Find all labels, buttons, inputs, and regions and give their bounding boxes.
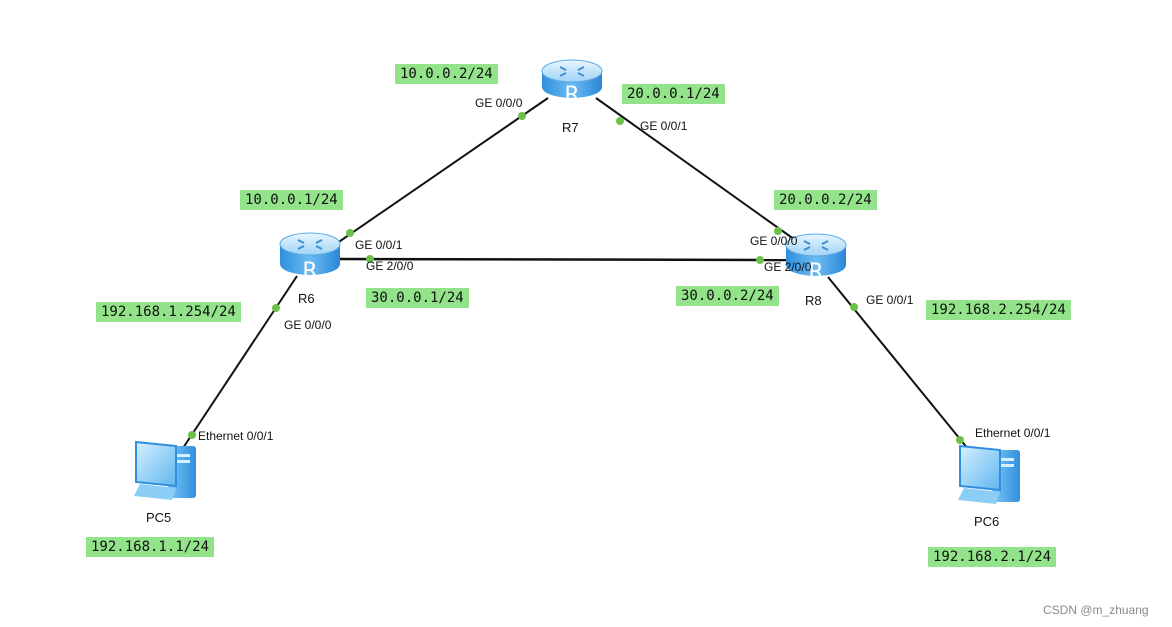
- port-label-r7-ge000: GE 0/0/0: [475, 96, 523, 110]
- router-icon[interactable]: R: [279, 232, 341, 284]
- port-label-r7-ge001: GE 0/0/1: [640, 119, 688, 133]
- device-label-pc6: PC6: [974, 514, 1000, 529]
- ip-label-r8-ge000: 20.0.0.2/24: [774, 190, 877, 210]
- port-label-r8-ge200: GE 2/0/0: [764, 260, 812, 274]
- port-dot-r7-ge000: [518, 112, 526, 120]
- device-label-r6: R6: [298, 291, 315, 306]
- link-r6-r7: [329, 97, 549, 249]
- ip-label-r7-ge000: 10.0.0.2/24: [395, 64, 498, 84]
- link-r6-r8: [334, 257, 791, 262]
- ip-label-r6-ge200: 30.0.0.1/24: [366, 288, 469, 308]
- ip-label-r8-ge200: 30.0.0.2/24: [676, 286, 779, 306]
- port-dot-r7-ge001: [616, 117, 624, 125]
- port-dot-pc6-eth: [956, 436, 964, 444]
- ip-label-pc5: 192.168.1.1/24: [86, 537, 215, 557]
- port-label-pc6-eth: Ethernet 0/0/1: [975, 426, 1051, 440]
- port-dot-r6-ge001: [346, 229, 354, 237]
- link-r7-r8: [595, 97, 799, 243]
- port-dot-pc5-eth: [188, 431, 196, 439]
- device-label-r7: R7: [562, 120, 579, 135]
- port-label-r6-ge001: GE 0/0/1: [355, 238, 403, 252]
- watermark: CSDN @m_zhuang: [1043, 603, 1149, 617]
- router-glyph: R: [564, 83, 579, 108]
- ip-label-r6-ge000: 192.168.1.254/24: [96, 302, 241, 322]
- port-label-pc5-eth: Ethernet 0/0/1: [198, 429, 274, 443]
- ip-label-pc6: 192.168.2.1/24: [928, 547, 1057, 567]
- ip-label-r8-ge001: 192.168.2.254/24: [926, 300, 1071, 320]
- router-glyph: R: [302, 259, 317, 284]
- ip-label-r7-ge001: 20.0.0.1/24: [622, 84, 725, 104]
- device-label-pc5: PC5: [146, 510, 172, 525]
- router-glyph: R: [808, 260, 823, 285]
- port-dot-r8-ge001: [850, 303, 858, 311]
- pc-icon[interactable]: [958, 444, 1020, 504]
- port-label-r8-ge001: GE 0/0/1: [866, 293, 914, 307]
- port-dot-r6-ge200: [366, 255, 374, 263]
- router-icon[interactable]: R: [541, 59, 603, 108]
- port-dot-r6-ge000: [272, 304, 280, 312]
- port-dots: [188, 112, 964, 444]
- port-label-r6-ge200: GE 2/0/0: [366, 259, 414, 273]
- port-dot-r8-ge000: [774, 227, 782, 235]
- pc-icon[interactable]: [134, 440, 196, 500]
- port-dot-r8-ge200: [756, 256, 764, 264]
- device-label-r8: R8: [805, 293, 822, 308]
- router-icon[interactable]: R: [785, 233, 847, 285]
- ip-label-r6-ge001: 10.0.0.1/24: [240, 190, 343, 210]
- port-label-r8-ge000: GE 0/0/0: [750, 234, 798, 248]
- port-label-r6-ge000: GE 0/0/0: [284, 318, 332, 332]
